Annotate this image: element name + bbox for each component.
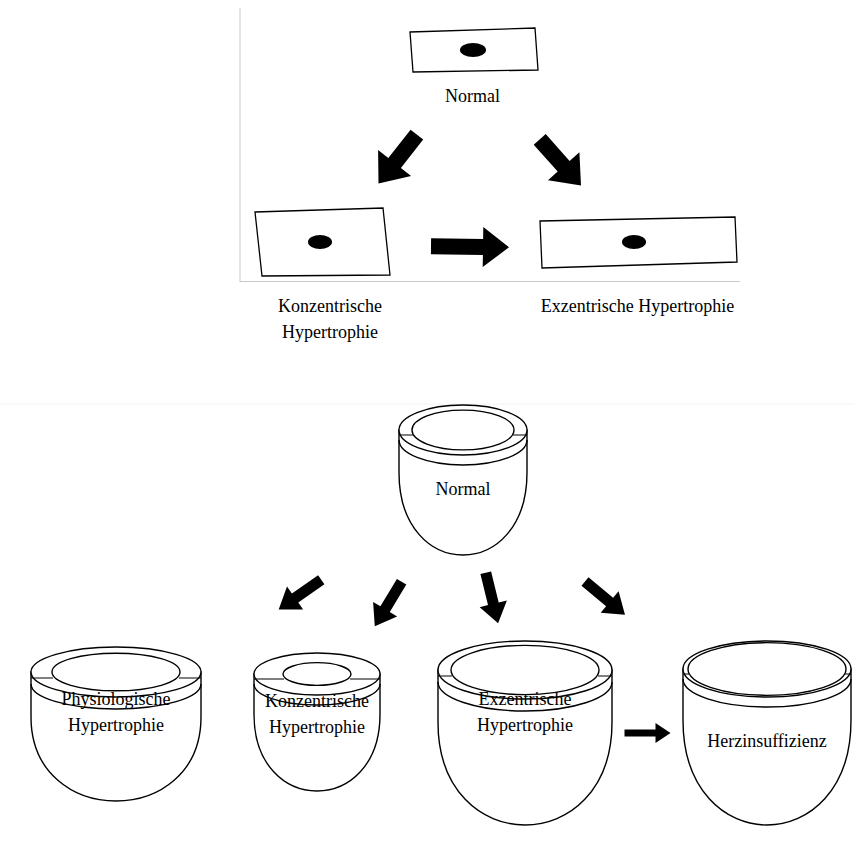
cell-nucleus [622,235,646,249]
heart-shape: Physiologische Hypertrophie [30,646,202,802]
heart-rim [683,641,851,697]
heart-cavity [283,663,351,686]
wall-section [438,675,612,676]
wall-section [31,677,201,678]
heart-wall [254,674,380,791]
cell-outline [410,28,538,72]
heart-wall [438,670,612,825]
label-text: Physiologische Hypertrophie [61,689,170,735]
wall-section [683,673,851,674]
node-label: Konzentrische Hypertrophie [253,688,381,740]
wall-section [254,678,380,679]
block-arrow [373,579,406,626]
cell-outline [255,208,390,276]
shape-outline [530,212,745,345]
label-text: Exzentrische Hypertrophie [541,296,734,316]
label-text: Normal [445,86,500,106]
node-label: Exzentrische Hypertrophie [530,293,745,319]
heart-cavity [52,653,180,691]
node-label: Normal [405,83,540,109]
heart-shape: Konzentrische Hypertrophie [253,652,381,792]
node-label: Herzinsuffizienz [682,728,852,754]
cell-outline [540,217,737,268]
panel-divider [0,404,855,405]
block-arrow [431,227,509,267]
cell-shape: Konzentrische Hypertrophie [250,205,410,349]
heart-rim [399,405,527,455]
heart-cavity [688,643,846,696]
heart-shape: Exzentrische Hypertrophie [437,640,613,826]
frame-line [240,281,740,282]
heart-rim [254,653,380,695]
node-label: Exzentrische Hypertrophie [437,686,613,738]
heart-wall [31,672,201,801]
node-label: Normal [398,476,528,502]
block-arrow [534,134,581,186]
node-label: Konzentrische Hypertrophie [250,293,410,345]
label-text: Normal [436,479,491,499]
cell-nucleus [308,235,332,249]
heart-shape: Herzinsuffizienz [682,640,852,826]
heart-cavity [412,410,514,450]
cell-nucleus [460,43,486,57]
block-arrow [480,571,507,623]
cell-shape: Normal [405,26,540,113]
label-text: Herzinsuffizienz [707,731,827,751]
label-text: Exzentrische Hypertrophie [477,689,573,735]
label-text: Konzentrische Hypertrophie [278,296,382,342]
heart-cavity [451,645,599,694]
heart-shape: Normal [398,404,528,556]
wall-section [399,434,527,435]
block-arrow [279,575,325,609]
node-label: Physiologische Hypertrophie [30,686,202,738]
block-arrow [625,723,671,743]
block-arrow [582,577,626,615]
block-arrow [378,130,423,184]
cell-shape: Exzentrische Hypertrophie [530,212,745,345]
frame-line [240,8,241,282]
label-text: Konzentrische Hypertrophie [265,691,369,737]
